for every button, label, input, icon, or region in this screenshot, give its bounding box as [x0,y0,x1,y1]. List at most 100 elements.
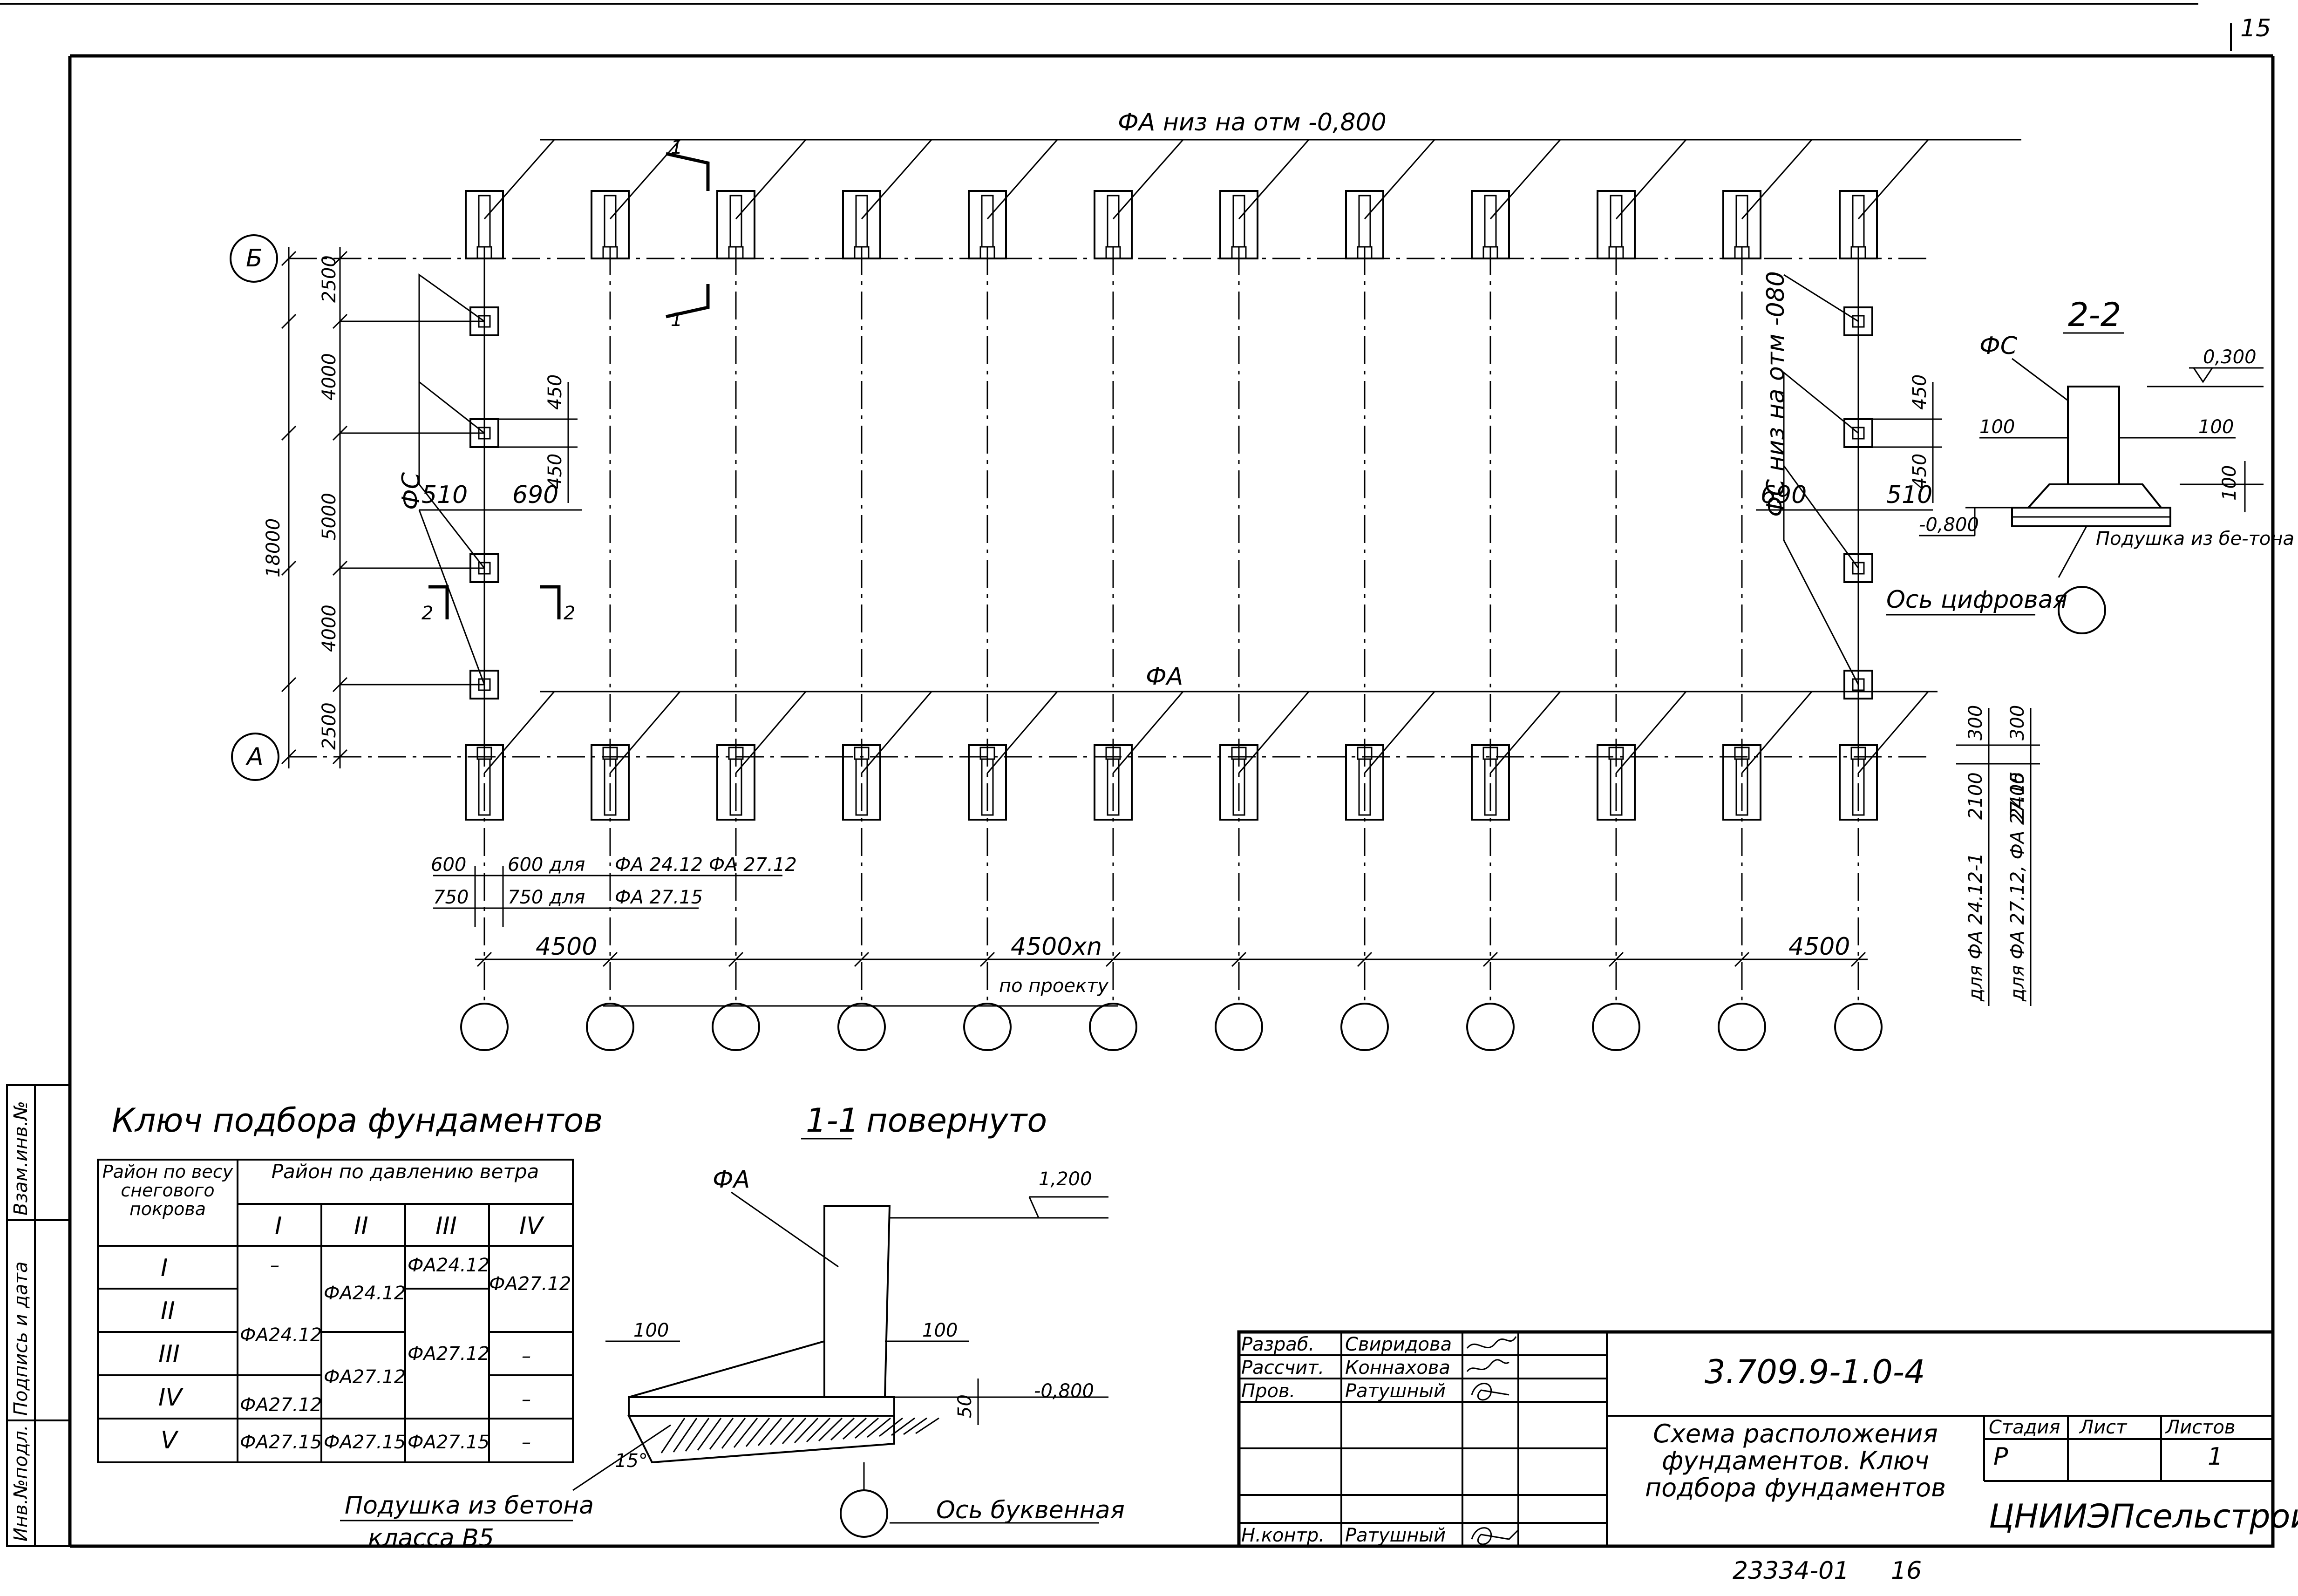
organization: ЦНИИЭПсельстрой [1989,1497,2298,1535]
right-fc-dim-1: 450 [1909,454,1931,489]
right-fc-dim-2: 690 [1761,481,1807,509]
fa-block-socket [602,747,618,760]
fc-dim-2: 510 [422,481,468,509]
cell-r234c3: ФА27.12 [408,1343,490,1365]
section22-axis-bubble [2058,586,2106,634]
leader-line [1364,691,1435,774]
dim-left-2: 5000 [319,493,340,540]
sheet-header: Лист [2079,1417,2128,1438]
dim-left-4: 2500 [319,702,340,750]
column-axis-bubble [1466,1003,1515,1051]
column-axis-bubble [837,1003,886,1051]
dimension-tick [854,951,870,967]
axis-label-a: А [245,743,264,771]
role-1: Рассчит. [1241,1357,1324,1379]
snow-row-4: IV [158,1384,184,1412]
leader-line [986,139,1058,219]
section-1-1: 1-1 повернуто ФА 1,200 -0,800 100 100 50… [340,1101,1125,1552]
role-5: Н.контр. [1241,1525,1325,1546]
section11-pad-note-2: класса В5 [368,1524,494,1552]
key-table-title: Ключ подбора фундаментов [112,1101,603,1140]
leader-line [609,139,681,219]
cell-r5c2: ФА27.15 [324,1432,406,1453]
dim-left-0: 2500 [319,255,340,303]
section11-title: 1-1 [806,1101,859,1140]
right-dim-b-2: для ФА 27.12, ФА 27.15 [2007,772,2028,1002]
dimension-tick [1357,951,1373,967]
snow-row-2: II [161,1297,175,1325]
stage-header: Стадия [1989,1417,2060,1438]
fa-block-socket [1734,747,1750,760]
fa-block-slot [1852,195,1865,248]
dim-total-length: 18000 [263,518,284,577]
section22-axis-note: Ось цифровая [1886,586,2067,614]
snow-row-1: I [161,1254,168,1282]
cut-1-top: 1 [671,137,682,158]
bottom-leader-lines [483,691,1929,774]
column-axis-bubble [1340,1003,1389,1051]
section22-title: 2-2 [2068,296,2121,334]
fa-block-socket [854,747,870,760]
dimension-tick [979,951,995,967]
leader-line [1364,139,1435,219]
cell-r5c4: – [522,1432,531,1453]
dim-left-3: 4000 [319,604,340,652]
cut-2-right: 2 [564,603,575,624]
section11-level-bottom: -0,800 [1034,1380,1094,1402]
column-axis-bubble [460,1003,509,1051]
cell-r5c3: ФА27.15 [408,1432,490,1453]
fa-block-socket [1482,246,1498,259]
name-1: Коннахова [1345,1357,1450,1379]
fa-block [842,744,881,821]
bay-right: 4500 [1788,933,1850,961]
key-table-row-lines [98,1288,573,1419]
hatch-line [842,1417,867,1440]
leader-line [1112,691,1184,774]
offset-5: ФА 27.15 [615,887,703,908]
dimension-tick [281,560,297,576]
hatch-line [769,1418,795,1445]
hatch-line [733,1418,758,1448]
fa-block-socket [1105,246,1121,259]
dimension-tick [332,251,348,266]
leader-line [1489,691,1561,774]
right-dim-a-1: 2100 [1965,772,1986,820]
bottom-fa-label: ФА [1146,663,1183,691]
dimension-tick [332,749,348,765]
dimension-tick [1482,951,1498,967]
hatch-line [855,1417,879,1439]
dimension-tick [281,251,297,266]
right-dim-a-2: для ФА 24.12-1 [1965,853,1986,1002]
fa-block-socket [1734,246,1750,259]
hatch-line [685,1418,710,1452]
snow-row-3: III [158,1340,180,1368]
hatch-line [660,1418,686,1453]
leader-line [1112,139,1184,219]
side-strip-sign: Подпись и дата [10,1262,32,1416]
hatch-line [830,1417,855,1441]
side-strip-inv: Инв.№подл. [10,1425,32,1542]
leader-line [483,691,555,774]
dimension-tick [1231,951,1247,967]
leader-line [1857,691,1929,774]
section11-level-top: 1,200 [1039,1168,1092,1190]
column-axis-bubble [963,1003,1012,1051]
top-leader-lines [483,139,1929,219]
leader-line [609,691,681,774]
left-fc-label: ФС [397,472,425,510]
right-dim-b-1: 2400 [2007,772,2028,820]
section11-title-suffix: повернуто [866,1101,1047,1140]
stamp-page: 16 [1891,1557,1922,1585]
hatch-line [806,1417,831,1443]
fa-block-slot [1610,195,1623,248]
cell-r1c3: ФА24.12 [408,1255,490,1276]
fa-block [1597,744,1636,821]
hatch-line [915,1417,939,1434]
hatch-line [721,1418,746,1449]
cell-r1c1: – [270,1255,279,1276]
fa-block-slot [981,195,994,248]
wind-col-4: IV [519,1212,544,1240]
axis-bubble-b [230,234,278,283]
fa-block [1722,744,1761,821]
